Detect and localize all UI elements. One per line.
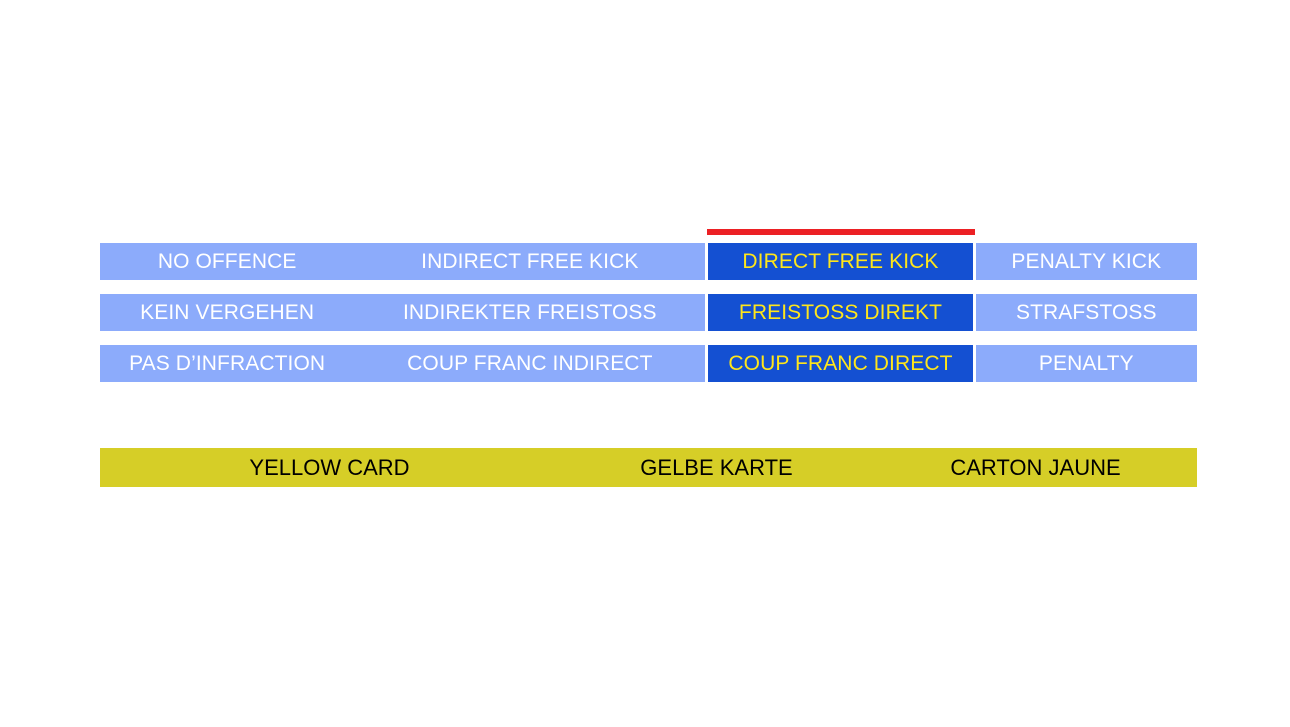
yellow-card-label-fr: CARTON JAUNE [950,454,1121,480]
yellow-card-label-en: YELLOW CARD [249,454,410,480]
cell-indirect-free-kick-de[interactable]: INDIREKTER FREISTOSS [354,294,706,331]
cell-penalty-kick-de[interactable]: STRAFSTOSS [975,294,1197,331]
cell-no-offence-de[interactable]: KEIN VERGEHEN [100,294,355,331]
cell-penalty-kick-en[interactable]: PENALTY KICK [975,243,1197,280]
cell-indirect-free-kick-en[interactable]: INDIRECT FREE KICK [354,243,706,280]
table-row-english: NO OFFENCE INDIRECT FREE KICK DIRECT FRE… [100,243,1197,280]
cell-no-offence-en[interactable]: NO OFFENCE [100,243,355,280]
cell-no-offence-fr[interactable]: PAS D’INFRACTION [100,345,355,382]
cell-direct-free-kick-de[interactable]: FREISTOSS DIREKT [708,294,973,331]
yellow-card-bar[interactable]: YELLOW CARD GELBE KARTE CARTON JAUNE [100,448,1197,487]
decision-rows: NO OFFENCE INDIRECT FREE KICK DIRECT FRE… [100,243,1197,396]
yellow-card-label-de: GELBE KARTE [640,454,793,480]
red-indicator-bar [707,229,975,235]
cell-direct-free-kick-fr[interactable]: COUP FRANC DIRECT [708,345,973,382]
cell-penalty-kick-fr[interactable]: PENALTY [975,345,1197,382]
table-row-german: KEIN VERGEHEN INDIREKTER FREISTOSS FREIS… [100,294,1197,331]
cell-indirect-free-kick-fr[interactable]: COUP FRANC INDIRECT [354,345,706,382]
cell-direct-free-kick-en[interactable]: DIRECT FREE KICK [708,243,973,280]
table-row-french: PAS D’INFRACTION COUP FRANC INDIRECT COU… [100,345,1197,382]
